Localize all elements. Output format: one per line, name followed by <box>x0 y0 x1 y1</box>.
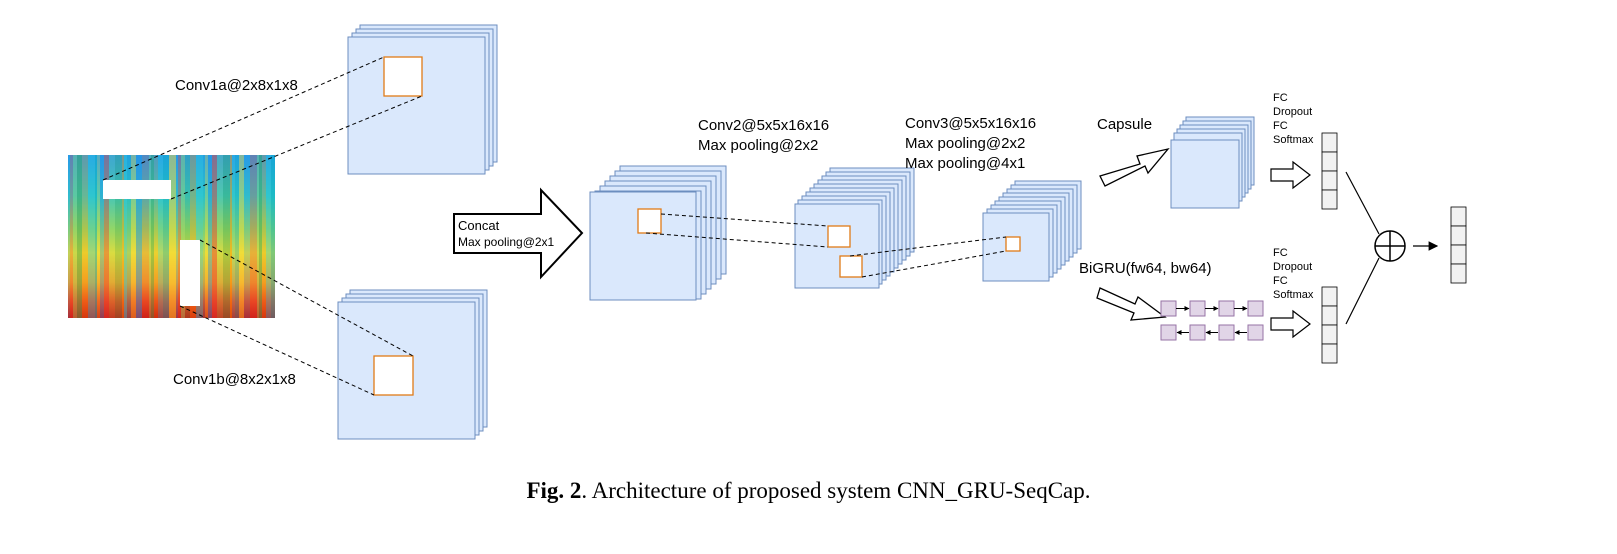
figure-caption-text: . Architecture of proposed system CNN_GR… <box>581 478 1091 503</box>
conv3-receptive-field-b <box>839 255 863 278</box>
figure-number: Fig. 2 <box>526 478 582 503</box>
concat-label: Concat <box>458 218 500 233</box>
bottom-head-softmax: Softmax <box>1273 289 1314 301</box>
capsule-feature-maps <box>1170 116 1255 209</box>
bottom-output-vector <box>1321 286 1338 364</box>
figure-caption: Fig. 2. Architecture of proposed system … <box>0 478 1617 504</box>
conv3-pooling-label-1: Max pooling@2x2 <box>905 135 1025 152</box>
conv1b-filter-window <box>180 240 200 306</box>
top-head-labels: FC Dropout FC Softmax <box>1273 92 1314 146</box>
conv1b-feature-maps <box>337 289 488 440</box>
capsule-label: Capsule <box>1097 116 1152 133</box>
bottom-head-fc-2: FC <box>1273 275 1288 287</box>
bigru-cells <box>1160 300 1264 341</box>
backward-gru-row <box>1160 324 1264 341</box>
forward-gru-row <box>1160 300 1264 317</box>
top-head-arrow <box>1270 160 1311 190</box>
bottom-head-labels: FC Dropout FC Softmax <box>1273 247 1314 301</box>
bottom-head-dropout: Dropout <box>1273 261 1312 273</box>
conv3-pooling-label-2: Max pooling@4x1 <box>905 155 1025 172</box>
conv2-receptive-field <box>637 208 662 234</box>
spectrogram-image <box>68 155 275 318</box>
conv1a-receptive-field <box>383 56 423 97</box>
concat-arrow <box>453 187 584 280</box>
conv1b-receptive-field <box>373 355 414 396</box>
bigru-branch-arrow <box>1096 287 1167 321</box>
top-head-fc-2: FC <box>1273 120 1288 132</box>
final-output-vector <box>1450 206 1467 284</box>
top-head-dropout: Dropout <box>1273 106 1312 118</box>
top-output-vector <box>1321 132 1338 210</box>
sum-fusion-icon <box>1374 230 1406 262</box>
top-head-softmax: Softmax <box>1273 134 1314 146</box>
conv2-label: Conv2@5x5x16x16 <box>698 117 829 134</box>
conv1a-feature-maps <box>347 24 498 175</box>
conv2-feature-maps <box>589 165 727 301</box>
final-cnn-feature-maps <box>982 180 1082 282</box>
bottom-head-arrow <box>1270 309 1311 339</box>
concat-pooling-label: Max pooling@2x1 <box>458 235 555 249</box>
capsule-branch-arrow <box>1099 147 1170 187</box>
conv3-label: Conv3@5x5x16x16 <box>905 115 1036 132</box>
conv1b-label: Conv1b@8x2x1x8 <box>173 371 296 388</box>
bottom-head-fc-1: FC <box>1273 247 1288 259</box>
conv3-receptive-field-a <box>827 225 851 248</box>
bigru-label: BiGRU(fw64, bw64) <box>1079 260 1212 277</box>
conv1a-label: Conv1a@2x8x1x8 <box>175 77 298 94</box>
conv1a-filter-window <box>103 180 171 199</box>
final-receptive-field <box>1005 236 1021 252</box>
top-head-fc-1: FC <box>1273 92 1288 104</box>
conv3-feature-maps <box>794 167 915 289</box>
conv2-pooling-label: Max pooling@2x2 <box>698 137 818 154</box>
